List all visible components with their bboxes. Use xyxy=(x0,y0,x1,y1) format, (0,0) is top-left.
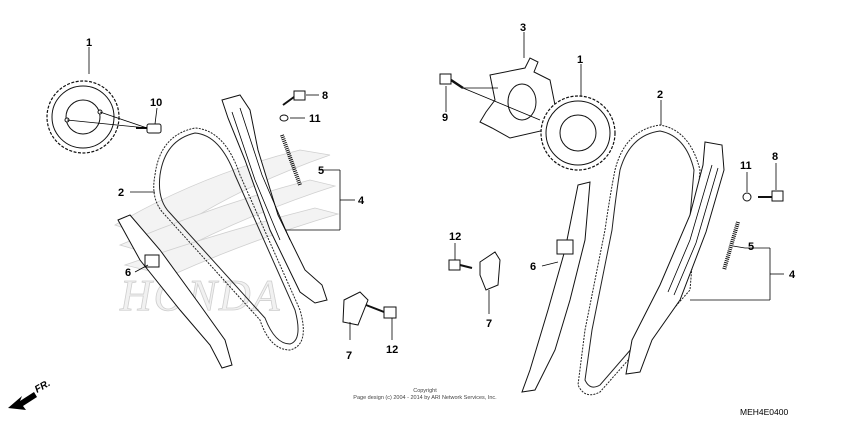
callout-left-sprocket: 1 xyxy=(86,37,92,49)
cam-chain-right xyxy=(577,124,701,396)
callout-right-tensioner-assy: 4 xyxy=(789,269,796,281)
guide-plate-left xyxy=(342,291,369,326)
tensioner-arm-right xyxy=(625,141,725,375)
guide-bolt-right xyxy=(448,259,473,271)
left-assembly: 1 10 8 11 2 5 4 6 7 12 xyxy=(46,37,398,369)
callout-right-guide-plate: 7 xyxy=(486,318,492,330)
diagram-code: MEH4E0400 xyxy=(740,407,789,417)
sprocket-bolt-left xyxy=(66,111,162,134)
callout-left-sprocket-bolt: 10 xyxy=(150,97,162,109)
callout-left-tensioner-bolt: 8 xyxy=(322,90,328,102)
copyright-line-1: Copyright xyxy=(413,388,437,394)
callout-right-tensioner-bolt: 8 xyxy=(772,151,778,163)
guide-bolt-left xyxy=(365,304,397,319)
tensioner-arm-left xyxy=(221,94,328,304)
tensioner-spring-left xyxy=(280,134,302,186)
guide-plate-right xyxy=(479,251,501,291)
cam-chain-left xyxy=(153,127,304,351)
callout-left-guide-bolt: 12 xyxy=(386,344,398,356)
callout-right-bracket: 3 xyxy=(520,22,526,34)
tensioner-spring-right xyxy=(722,221,740,271)
callout-right-cam-chain: 2 xyxy=(657,89,663,101)
copyright-line-2: Page design (c) 2004 - 2014 by ARI Netwo… xyxy=(353,395,497,401)
callout-left-washer: 11 xyxy=(309,113,321,125)
bracket-bolt-right xyxy=(439,73,541,121)
callout-left-tensioner-assy: 4 xyxy=(358,195,365,207)
cam-sprocket-left xyxy=(46,80,120,154)
callout-right-chain-guide: 6 xyxy=(530,261,536,273)
tensioner-bolt-left xyxy=(279,90,306,122)
front-direction-indicator: FR. xyxy=(8,378,52,410)
front-label: FR. xyxy=(33,378,52,396)
callout-left-spring: 5 xyxy=(318,165,324,177)
sprocket-bracket-right xyxy=(479,57,557,139)
honda-wing-watermark: HONDA xyxy=(114,149,340,320)
chain-guide-left xyxy=(117,214,233,369)
callout-right-sprocket: 1 xyxy=(577,54,583,66)
callout-right-bracket-bolt: 9 xyxy=(442,112,448,124)
callout-left-guide-plate: 7 xyxy=(346,350,352,362)
callout-right-guide-bolt: 12 xyxy=(449,231,461,243)
callout-left-cam-chain: 2 xyxy=(118,187,124,199)
callout-right-washer: 11 xyxy=(740,160,752,172)
chain-guide-right xyxy=(521,181,591,393)
callout-right-spring: 5 xyxy=(748,241,754,253)
tensioner-bolt-right xyxy=(742,190,784,202)
callout-left-chain-guide: 6 xyxy=(125,267,131,279)
copyright-notice: Copyright Page design (c) 2004 - 2014 by… xyxy=(300,388,550,402)
right-assembly: 3 1 9 2 11 8 5 4 12 6 7 xyxy=(439,22,796,396)
cam-sprocket-right xyxy=(540,95,616,171)
